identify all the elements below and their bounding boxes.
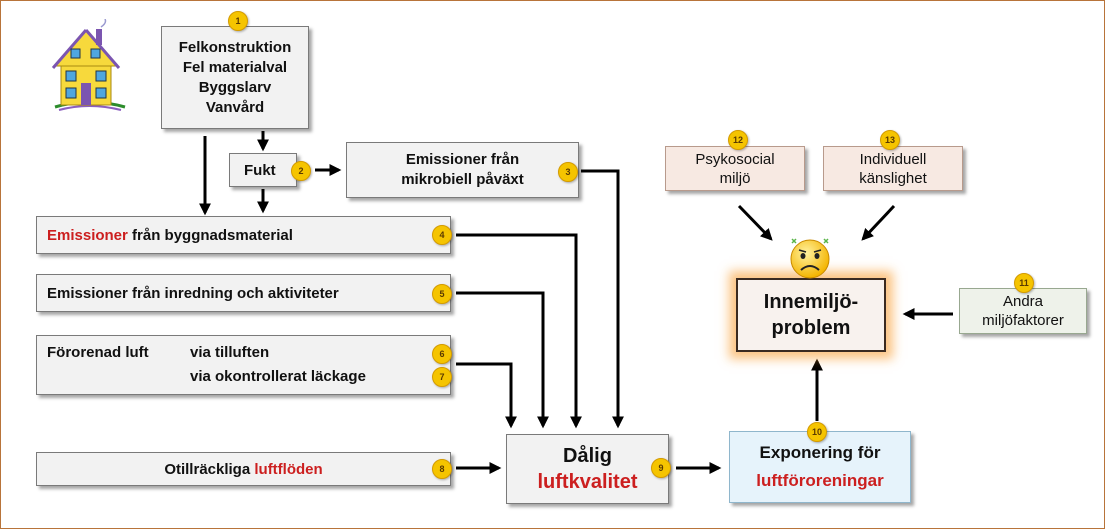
fukt-box: Fukt [229, 153, 297, 187]
polluted-air-via1: via tilluften [190, 344, 270, 361]
polluted-air-box: Förorenad luft via tilluften via okontro… [36, 335, 451, 395]
badge-13: 13 [880, 130, 900, 150]
badge-12: 12 [728, 130, 748, 150]
badge-5: 5 [432, 284, 452, 304]
badge-2: 2 [291, 161, 311, 181]
arrow-psychosocial-to-face [737, 204, 773, 241]
badge-4: 4 [432, 225, 452, 245]
badge-10: 10 [807, 422, 827, 442]
exposure-box: Exponering för luftföroreningar [729, 431, 911, 503]
psychosocial-box: Psykosocial miljö [665, 146, 805, 191]
arrow-microbial-to-bad-air [581, 169, 624, 429]
arrow-polluted-to-bad-air [456, 362, 517, 429]
psychosocial-line-2: miljö [719, 169, 751, 187]
microbial-line-1: Emissioner från [405, 151, 520, 168]
microbial-emissions-box: Emissioner från mikrobiell påväxt [346, 142, 579, 198]
indoor-problem-line-2: problem [771, 317, 851, 339]
badge-1: 1 [228, 11, 248, 31]
individual-line-2: känslighet [859, 169, 927, 187]
insufficient-flow-text: Otillräckliga [164, 460, 255, 478]
causes-box: Felkonstruktion Fel materialval Byggslar… [161, 26, 309, 129]
badge-3: 3 [558, 162, 578, 182]
individual-line-1: Individuell [859, 150, 927, 168]
bad-air-line-2: luftkvalitet [537, 471, 638, 493]
badge-7: 7 [432, 367, 452, 387]
exposure-line-1: Exponering för [759, 443, 881, 462]
indoor-problem-box: Innemiljö- problem [736, 278, 886, 352]
badge-9: 9 [651, 458, 671, 478]
insufficient-flow-red: luftflöden [254, 460, 323, 478]
other-factors-line-2: miljöfaktorer [982, 312, 1064, 329]
cause-felkonstruktion: Felkonstruktion [178, 38, 292, 56]
indoor-problem-line-1: Innemiljö- [763, 291, 859, 313]
house-icon [51, 19, 126, 111]
arrow-furnishing-to-bad-air [456, 291, 549, 429]
polluted-air-label: Förorenad luft [47, 344, 149, 361]
furnishing-label: Emissioner från inredning och aktivitete… [47, 284, 339, 302]
cause-vanvard: Vanvård [205, 98, 265, 116]
furnishing-box: Emissioner från inredning och aktivitete… [36, 274, 451, 312]
badge-8: 8 [432, 459, 452, 479]
arrow-materials-to-bad-air [456, 233, 582, 429]
cause-fel-materialval: Fel materialval [182, 58, 288, 76]
building-materials-red: Emissioner [47, 226, 128, 244]
cause-byggslarv: Byggslarv [198, 78, 272, 96]
fukt-label: Fukt [244, 161, 276, 179]
individual-sensitivity-box: Individuell känslighet [823, 146, 963, 191]
bad-air-quality-box: Dålig luftkvalitet [506, 434, 669, 504]
polluted-air-via2: via okontrollerat läckage [190, 368, 366, 385]
microbial-line-2: mikrobiell påväxt [401, 171, 524, 188]
bad-air-line-1: Dålig [563, 445, 612, 467]
other-factors-box: Andra miljöfaktorer [959, 288, 1087, 334]
sad-face-icon [790, 238, 830, 279]
badge-11: 11 [1014, 273, 1034, 293]
psychosocial-line-1: Psykosocial [695, 150, 775, 168]
exposure-line-2: luftföroreningar [756, 471, 884, 490]
badge-6: 6 [432, 344, 452, 364]
other-factors-line-1: Andra [1002, 293, 1044, 310]
building-materials-rest: från byggnadsmaterial [127, 226, 293, 244]
arrow-individual-to-face [861, 204, 896, 241]
insufficient-flow-box: Otillräckliga luftflöden [36, 452, 451, 486]
building-materials-box: Emissioner från byggnadsmaterial [36, 216, 451, 254]
